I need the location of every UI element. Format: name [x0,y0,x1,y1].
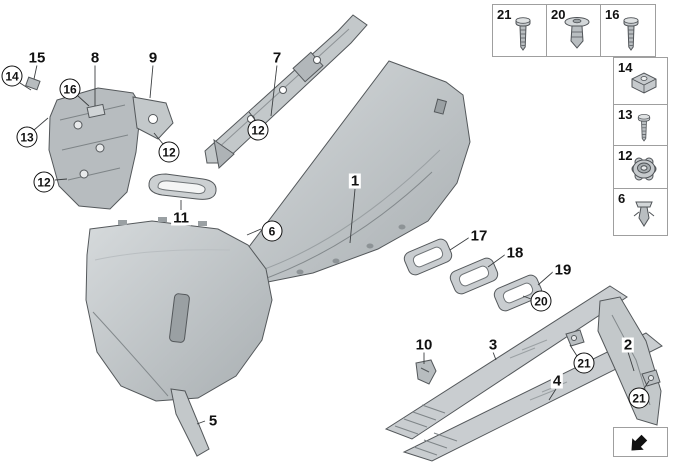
callout-7[interactable]: 7 [270,49,284,67]
callout-12-a[interactable]: 12 [158,141,180,163]
previous-diagram-arrow-icon [630,434,647,451]
part-18-frame [449,257,499,295]
callout-15[interactable]: 15 [26,49,48,67]
part-4-lower-trim [402,332,663,462]
legend-box-13-label: 13 [618,107,633,122]
part-17-frame [403,238,453,276]
callout-13[interactable]: 13 [16,126,38,148]
screw-icon [623,16,639,51]
legend-box-20[interactable]: 20 [546,4,601,57]
callout-4[interactable]: 4 [550,372,564,390]
callout-19[interactable]: 19 [552,261,574,279]
callout-11[interactable]: 11 [171,209,191,227]
legend-box-6-label: 6 [618,191,626,206]
callout-8[interactable]: 8 [88,49,102,67]
part-7-support-rail [204,14,368,169]
part-5-strip [170,388,210,457]
torx-screw-icon [515,16,531,51]
callout-12-c[interactable]: 12 [247,119,269,141]
callout-21-a[interactable]: 21 [573,352,595,374]
screw-washer-icon [637,113,650,142]
legend-box-16[interactable]: 16 [600,4,656,57]
callout-16[interactable]: 16 [59,78,81,100]
part-9-bracket [132,96,174,140]
legend-box-16-label: 16 [605,7,620,22]
legend-box-12[interactable]: 12 [613,145,668,189]
callout-20[interactable]: 20 [530,290,552,312]
legend-box-14[interactable]: 14 [613,57,668,105]
callout-17[interactable]: 17 [468,227,490,245]
callout-1[interactable]: 1 [348,172,362,190]
callout-5[interactable]: 5 [206,412,220,430]
cage-clip-icon [631,72,657,94]
part-8-mounting-bracket [48,87,142,210]
legend-box-13[interactable]: 13 [613,104,668,146]
flange-nut-icon [631,157,657,181]
part-11-trim [148,173,217,200]
legend-box-21[interactable]: 21 [492,4,547,57]
callout-21-b[interactable]: 21 [628,387,650,409]
legend-box-14-label: 14 [618,60,633,75]
expansion-clip-icon [633,201,654,227]
callout-2[interactable]: 2 [621,336,635,354]
part-3-lower-trim [384,285,628,440]
callout-14[interactable]: 14 [1,65,23,87]
callout-6[interactable]: 6 [261,220,283,242]
part-15-clip [25,76,41,91]
part-10-bracket [415,359,437,385]
part-bumper-corner-section [85,217,273,402]
callout-18[interactable]: 18 [504,244,526,262]
legend-box-6[interactable]: 6 [613,188,668,236]
expansion-rivet-icon [564,16,590,49]
legend-box-20-label: 20 [551,7,566,22]
legend-box-12-label: 12 [618,148,633,163]
callout-3[interactable]: 3 [486,336,500,354]
callout-9[interactable]: 9 [146,49,160,67]
legend-box-21-label: 21 [497,7,512,22]
callout-10[interactable]: 10 [413,336,435,354]
previous-diagram-button[interactable] [613,427,668,457]
callout-12-b[interactable]: 12 [33,171,55,193]
